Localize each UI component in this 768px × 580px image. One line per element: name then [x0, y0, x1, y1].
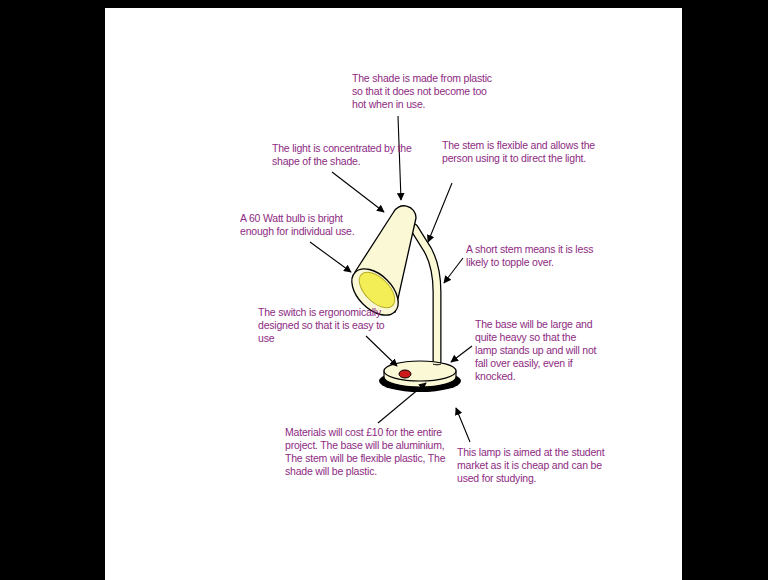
- annotation-label: Materials will cost £10 for the entire p…: [285, 426, 450, 478]
- annotation-label: A short stem means it is less likely to …: [466, 243, 596, 269]
- switch: [399, 370, 411, 378]
- annotation-label: This lamp is aimed at the student market…: [457, 446, 612, 485]
- annotation-label: The stem is flexible and allows the pers…: [442, 139, 602, 165]
- annotation-label: A 60 Watt bulb is bright enough for indi…: [240, 212, 370, 238]
- annotation-label: The base will be large and quite heavy s…: [475, 318, 600, 383]
- white-ground: [105, 8, 682, 580]
- annotation-label: The shade is made from plastic so that i…: [352, 72, 497, 111]
- stem: [414, 228, 437, 362]
- stem-joint: [433, 364, 441, 366]
- annotation-label: The switch is ergonomically designed so …: [258, 306, 403, 345]
- stem-outline: [414, 228, 437, 362]
- annotation-label: The light is concentrated by the shape o…: [272, 142, 417, 168]
